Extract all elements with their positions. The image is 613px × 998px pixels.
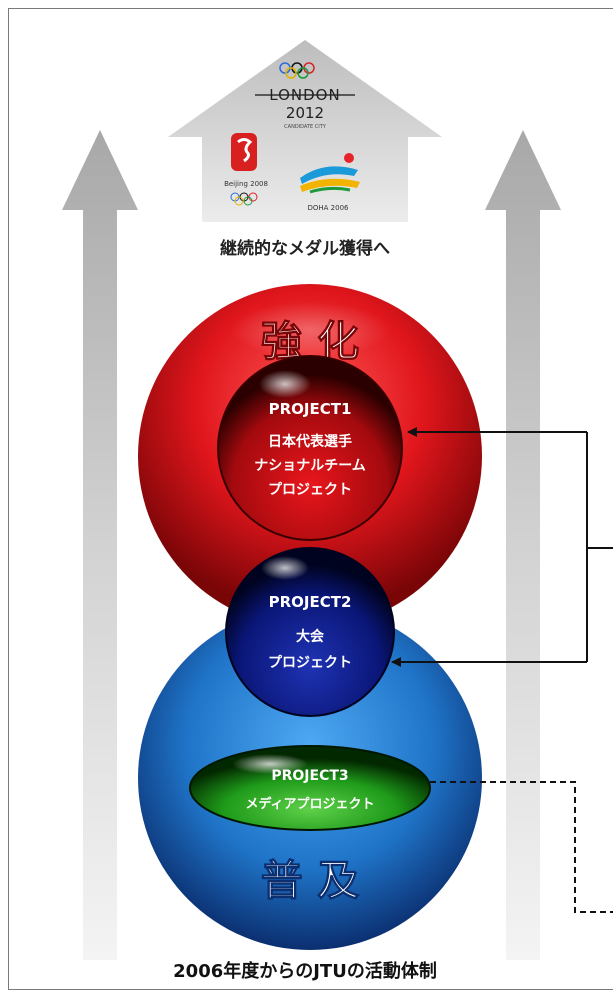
project1-circle — [217, 355, 403, 541]
project1-line1: 日本代表選手 — [268, 433, 352, 450]
project1-line3: プロジェクト — [268, 482, 352, 498]
beijing-emblem-icon — [230, 133, 258, 206]
project2-line2: プロジェクト — [268, 655, 352, 671]
project1-line2: ナショナルチーム — [254, 458, 366, 474]
connector-project3-dashed — [430, 781, 613, 913]
project2-circle — [225, 547, 395, 717]
london-year: 2012 — [286, 104, 324, 122]
london-tagline: CANDIDATE CITY — [284, 124, 327, 130]
left-up-arrow — [62, 130, 138, 960]
project2-label: PROJECT2 — [269, 593, 352, 611]
diagram-caption: 2006年度からのJTUの活動体制 — [173, 960, 437, 982]
project1-shine — [259, 370, 311, 398]
doha-emblem-icon — [300, 153, 360, 194]
project3-ellipse — [189, 745, 431, 831]
project3-label: PROJECT3 — [271, 768, 348, 784]
strengthen-sphere-shine — [230, 302, 390, 358]
beijing-text: Beijing 2008 — [224, 180, 268, 188]
london-text: LONDON — [269, 86, 340, 104]
project2-shine — [261, 556, 309, 580]
project2-line1: 大会 — [296, 628, 325, 645]
continuous-medals-label: 継続的なメダル獲得へ — [220, 238, 390, 259]
spread-label: 普 及 — [261, 856, 360, 905]
olympic-rings-icon — [279, 62, 315, 79]
project3-line1: メディアプロジェクト — [245, 796, 374, 812]
top-house-arrow — [168, 40, 442, 222]
doha-text: DOHA 2006 — [308, 204, 350, 212]
project1-label: PROJECT1 — [269, 400, 352, 418]
right-up-arrow — [485, 130, 561, 960]
project3-shine — [232, 754, 308, 774]
